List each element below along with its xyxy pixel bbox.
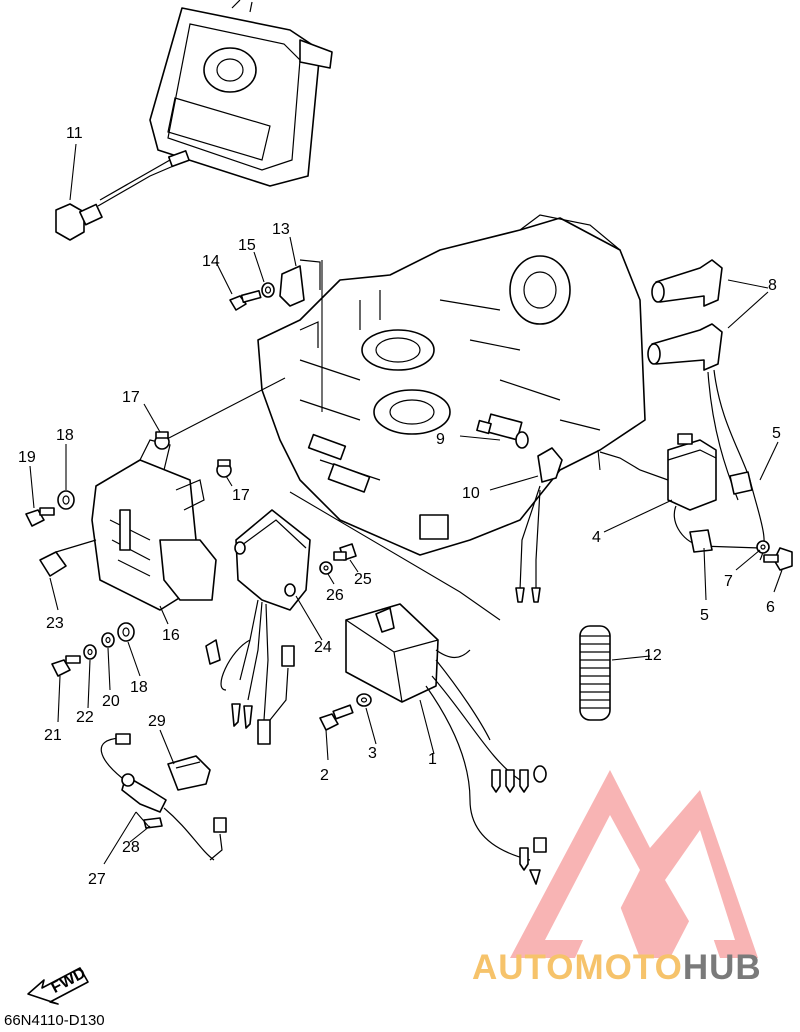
bolt-14 (229, 289, 262, 311)
watermark-text: AUTOMOTOHUB (472, 948, 762, 988)
grommet-17b (216, 459, 232, 478)
grommet-18a (57, 490, 75, 510)
bolt-21 (51, 655, 81, 677)
callout-5a: 5 (772, 425, 781, 442)
callout-15: 15 (238, 237, 256, 254)
callout-18a: 18 (56, 427, 74, 444)
callout-23: 23 (46, 615, 64, 632)
sensor-9 (476, 413, 529, 449)
callout-1: 1 (428, 751, 437, 768)
callout-8: 8 (768, 277, 777, 294)
washer-3 (356, 693, 372, 707)
callout-29: 29 (148, 713, 166, 730)
corrugated-tube-12 (579, 625, 611, 721)
washer-22 (83, 644, 97, 660)
callout-24: 24 (314, 639, 332, 656)
engine-block (257, 214, 646, 556)
diagram-code: 66N4110-D130 (4, 1012, 105, 1029)
bolt-6 (763, 547, 793, 571)
watermark-text-hub: HUB (682, 948, 762, 987)
callout-25: 25 (354, 571, 372, 588)
callout-6: 6 (766, 599, 775, 616)
bolt-25 (333, 543, 357, 561)
callout-2: 2 (320, 767, 329, 784)
bolt-2 (319, 704, 354, 731)
watermark-text-automoto: AUTOMOTO (472, 948, 683, 987)
thermo-sensor-11 (55, 150, 190, 241)
leader-lines (29, 143, 783, 865)
watermark-logo-icon (510, 770, 758, 958)
callout-28: 28 (122, 839, 140, 856)
bracket-16 (91, 439, 217, 611)
cdi-unit-1 (345, 603, 547, 885)
grommet-18b (117, 622, 135, 642)
callout-5b: 5 (700, 607, 709, 624)
callout-11: 11 (66, 125, 83, 142)
callout-19: 19 (18, 449, 36, 466)
washer-26 (319, 561, 333, 575)
callout-22: 22 (76, 709, 94, 726)
washer-20 (101, 632, 115, 648)
callout-4: 4 (592, 529, 601, 546)
connector-assembly-27 (100, 733, 227, 861)
callout-20: 20 (102, 693, 120, 710)
callout-7: 7 (724, 573, 733, 590)
connector-23 (39, 539, 97, 577)
grommet-17a (154, 431, 170, 450)
callout-26: 26 (326, 587, 344, 604)
callout-27: 27 (88, 871, 106, 888)
callout-21: 21 (44, 727, 62, 744)
cap-10 (515, 447, 563, 603)
washer-15 (261, 282, 275, 298)
upper-housing (99, 0, 333, 201)
callout-17a: 17 (122, 389, 140, 406)
clamp-13 (279, 259, 321, 307)
spark-plug-caps-8 (647, 259, 765, 561)
callout-13: 13 (272, 221, 290, 238)
callout-18b: 18 (130, 679, 148, 696)
bolt-19 (25, 507, 55, 527)
callout-9: 9 (436, 431, 445, 448)
callout-3: 3 (368, 745, 377, 762)
callout-16: 16 (162, 627, 180, 644)
ignition-coil-4 (599, 433, 761, 553)
callout-10: 10 (462, 485, 480, 502)
callout-17b: 17 (232, 487, 250, 504)
rectifier-24 (205, 509, 311, 745)
callout-labels: 11 13 14 15 8 9 10 4 5 5 7 6 12 1 3 2 17… (18, 125, 781, 888)
fwd-arrow-icon: FWD (27, 965, 89, 1005)
callout-14: 14 (202, 253, 220, 270)
callout-12: 12 (644, 647, 662, 664)
